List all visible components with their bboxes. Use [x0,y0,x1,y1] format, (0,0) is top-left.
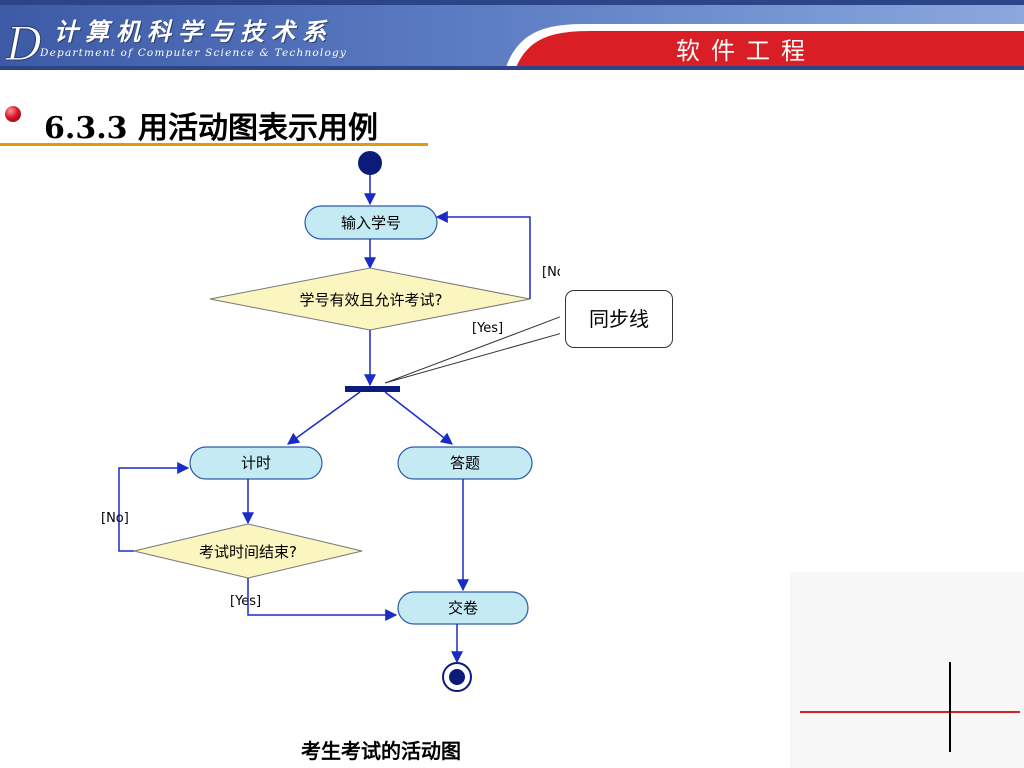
sync-line-callout: 同步线 [565,290,673,348]
callout-pointer [384,316,560,384]
activity-input-id-label: 输入学号 [341,214,401,232]
course-name: 软件工程 [676,37,816,65]
final-node-core [449,669,465,685]
title-underline [0,143,428,146]
guard-id-yes: [Yes] [472,321,503,336]
activity-timing [189,446,323,480]
activity-submit [397,591,529,625]
diagram-caption: 考生考试的活动图 [301,739,461,763]
header-background [0,0,1024,70]
activity-timing-label: 计时 [241,454,271,472]
flow-arrow-no-loop [435,211,531,299]
guard-time-yes: [Yes] [230,594,261,609]
department-subtitle: Department of Computer Science & Technol… [40,47,348,59]
header-banner: D 计算机科学与技术系 Department of Computer Scien… [0,0,1024,70]
sync-bar [345,386,400,392]
activity-answer-label: 答题 [450,454,480,472]
decision-id-valid-label: 学号有效且允许考试? [300,291,443,309]
slide-title: 6.3.3 用活动图表示用例 [44,111,378,146]
flow-arrow [247,578,398,621]
svg-text:D: D [6,20,43,66]
guard-id-no: [No] [542,265,560,280]
department-name: 计算机科学与技术系 [54,17,333,46]
bullet-icon [5,106,21,122]
activity-diagram: 输入学号 学号有效且允许考试? [No] [Yes] 计时 答题 考试时间结束?… [101,151,560,692]
department-logo: D [6,20,43,66]
flow-arrow-no-loop [118,462,190,552]
activity-submit-label: 交卷 [448,599,478,617]
corner-decoration [790,572,1024,768]
decision-time-over-label: 考试时间结束? [199,543,297,561]
flow-arrow [287,391,361,445]
initial-node [358,151,382,175]
activity-answer [397,446,533,480]
flow-arrow [384,391,453,445]
guard-time-no: [No] [101,511,129,526]
